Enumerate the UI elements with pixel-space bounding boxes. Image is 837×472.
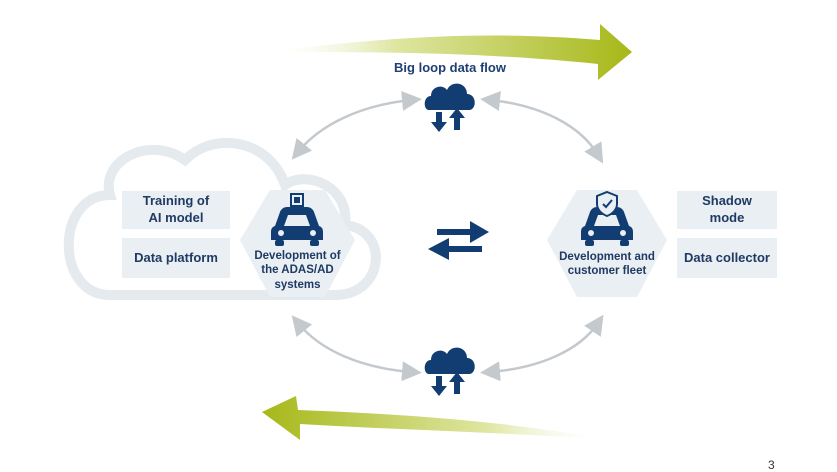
- diagram-title: Big loop data flow: [394, 60, 506, 75]
- data-platform-label: Data platform: [134, 249, 218, 265]
- left-hex-label: Development of the ADAS/AD systems: [254, 250, 341, 291]
- data-collector-label: Data collector: [684, 249, 770, 265]
- data-collector-box: Data collector: [677, 238, 777, 278]
- training-box: Training of AI model: [122, 191, 230, 229]
- background-cloud: [63, 137, 381, 300]
- shadow-mode-box: Shadow mode: [677, 191, 777, 229]
- right-hex-label: Development and customer fleet: [559, 251, 655, 278]
- bottom-flow-arrow: [262, 396, 610, 440]
- cloud-up-down-icon-bottom: [424, 347, 475, 396]
- cloud-up-down-icon-top: [424, 83, 475, 132]
- training-label: Training of AI model: [142, 193, 210, 225]
- swap-arrows-icon: [428, 221, 489, 260]
- car-chip-icon: [271, 193, 323, 246]
- loop-arrow-bottom-right: [480, 314, 604, 382]
- shadow-mode-label: Shadow mode: [702, 193, 752, 225]
- car-shield-icon: [581, 190, 633, 246]
- data-platform-box: Data platform: [122, 238, 230, 278]
- loop-arrow-top-right: [480, 91, 604, 164]
- right-hexagon: [547, 190, 667, 297]
- top-flow-arrow: [265, 24, 632, 80]
- loop-arrow-bottom-left: [291, 315, 422, 382]
- page-number: 3: [768, 458, 775, 472]
- left-hexagon: [240, 190, 355, 297]
- loop-arrow-top-left: [291, 91, 422, 160]
